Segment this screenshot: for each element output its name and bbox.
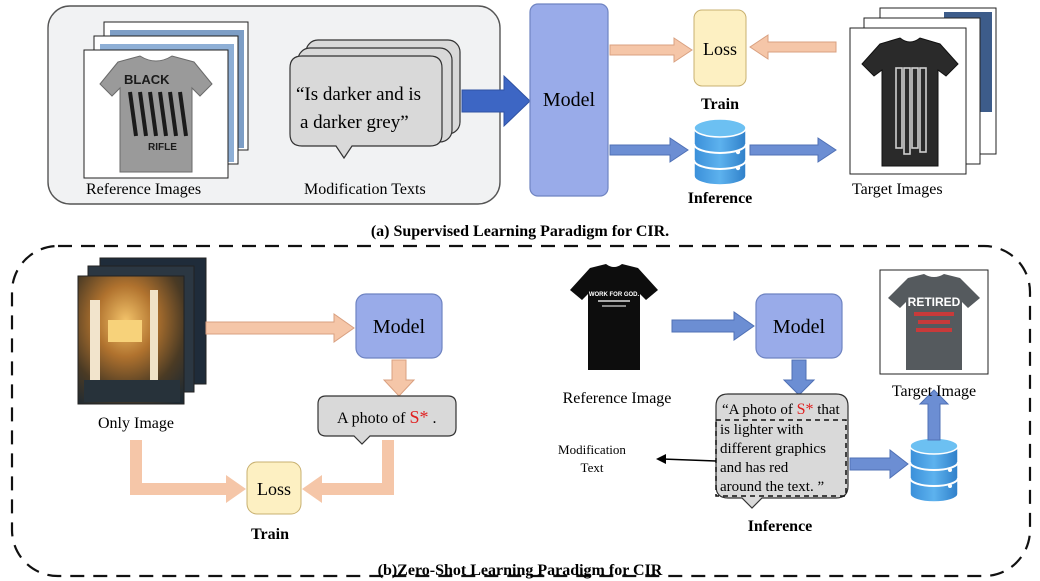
reference-image-label: Reference Image	[563, 390, 672, 407]
prompt-bubble	[317, 395, 457, 445]
loss-box-a	[693, 9, 747, 87]
grey-tshirt-shape	[99, 55, 213, 173]
panel-a-caption: (a) Supervised Learning Paradigm for CIR…	[371, 223, 669, 240]
input-to-model-arrow	[461, 74, 531, 128]
target-to-loss-arrow	[749, 34, 837, 60]
train-label-a: Train	[701, 96, 739, 113]
shirt-text-work: WORK FOR GOD.	[589, 292, 640, 298]
modification-text-bubbles	[289, 39, 461, 160]
image-to-model-arrow	[205, 313, 355, 343]
loss-box-b	[246, 461, 302, 515]
reference-images-label: Reference Images	[86, 181, 201, 198]
model-label-b-right: Model	[773, 316, 826, 338]
target-image-label: Target Image	[892, 383, 976, 400]
database-to-target-arrow	[749, 137, 837, 163]
only-image-label: Only Image	[98, 415, 174, 432]
mod-text-token: S*	[797, 401, 814, 418]
model-label-b-left: Model	[373, 316, 426, 338]
train-label-b: Train	[251, 526, 289, 543]
loss-label-b: Loss	[257, 479, 291, 499]
reference-image-b: WORK FOR GOD.	[560, 262, 668, 376]
model-to-database-arrow	[609, 137, 689, 163]
mod-text-line3: different graphics	[720, 441, 826, 457]
prompt-token: S*	[409, 407, 428, 427]
inference-label-a: Inference	[688, 190, 753, 207]
database-icon-a	[693, 118, 747, 186]
target-image-stack	[849, 7, 997, 175]
modification-texts-label: Modification Texts	[304, 181, 426, 198]
mod-text-line5: around the text. ”	[720, 479, 824, 495]
model-to-loss-arrow	[609, 37, 693, 63]
modification-text-line1: “Is darker and is	[296, 84, 421, 105]
model-label-a: Model	[543, 89, 596, 111]
shirt-text-bottom: RIFLE	[148, 142, 177, 153]
modification-text-label-line2: Text	[581, 460, 604, 475]
mod-text-line1: “A photo of S* that	[722, 401, 841, 418]
mod-text-line4: and has red	[720, 460, 789, 476]
image-to-loss-arrow	[130, 440, 246, 503]
prompt-text: A photo of S* .	[337, 407, 436, 427]
mod-text-line2: is lighter with	[720, 422, 804, 438]
model-to-modtext-arrow	[782, 359, 816, 396]
model-block-b-right	[755, 293, 843, 359]
only-image-stack	[77, 257, 207, 405]
modification-text-dashed-region	[715, 419, 847, 497]
modtext-to-database-arrow	[849, 448, 909, 480]
model-block-b-left	[355, 293, 443, 359]
model-block-a	[529, 3, 609, 197]
modification-text-bubble	[715, 393, 849, 509]
database-to-target-arrow-b	[918, 389, 950, 441]
panel-b-caption: (b)Zero-Shot Learning Paradigm for CIR	[378, 562, 663, 579]
shirt-text-top: BLACK	[124, 72, 170, 87]
inference-label-b: Inference	[748, 518, 813, 535]
loss-label-a: Loss	[703, 39, 737, 59]
target-images-label: Target Images	[852, 181, 943, 198]
prompt-to-loss-arrow	[302, 440, 394, 503]
model-to-prompt-arrow	[382, 359, 416, 397]
target-shirt-text: RETIRED	[908, 295, 961, 309]
modification-text-label-line1: Modification	[558, 442, 626, 457]
target-image-b: RETIRED	[879, 269, 989, 375]
reference-to-model-arrow	[671, 311, 755, 341]
database-icon-b	[909, 437, 959, 503]
modification-text-pointer	[661, 458, 717, 462]
modification-text-line2: a darker grey”	[300, 112, 409, 133]
panel-b-dashed-border	[10, 244, 1032, 578]
reference-image-stack: BLACK RIFLE	[83, 21, 249, 179]
